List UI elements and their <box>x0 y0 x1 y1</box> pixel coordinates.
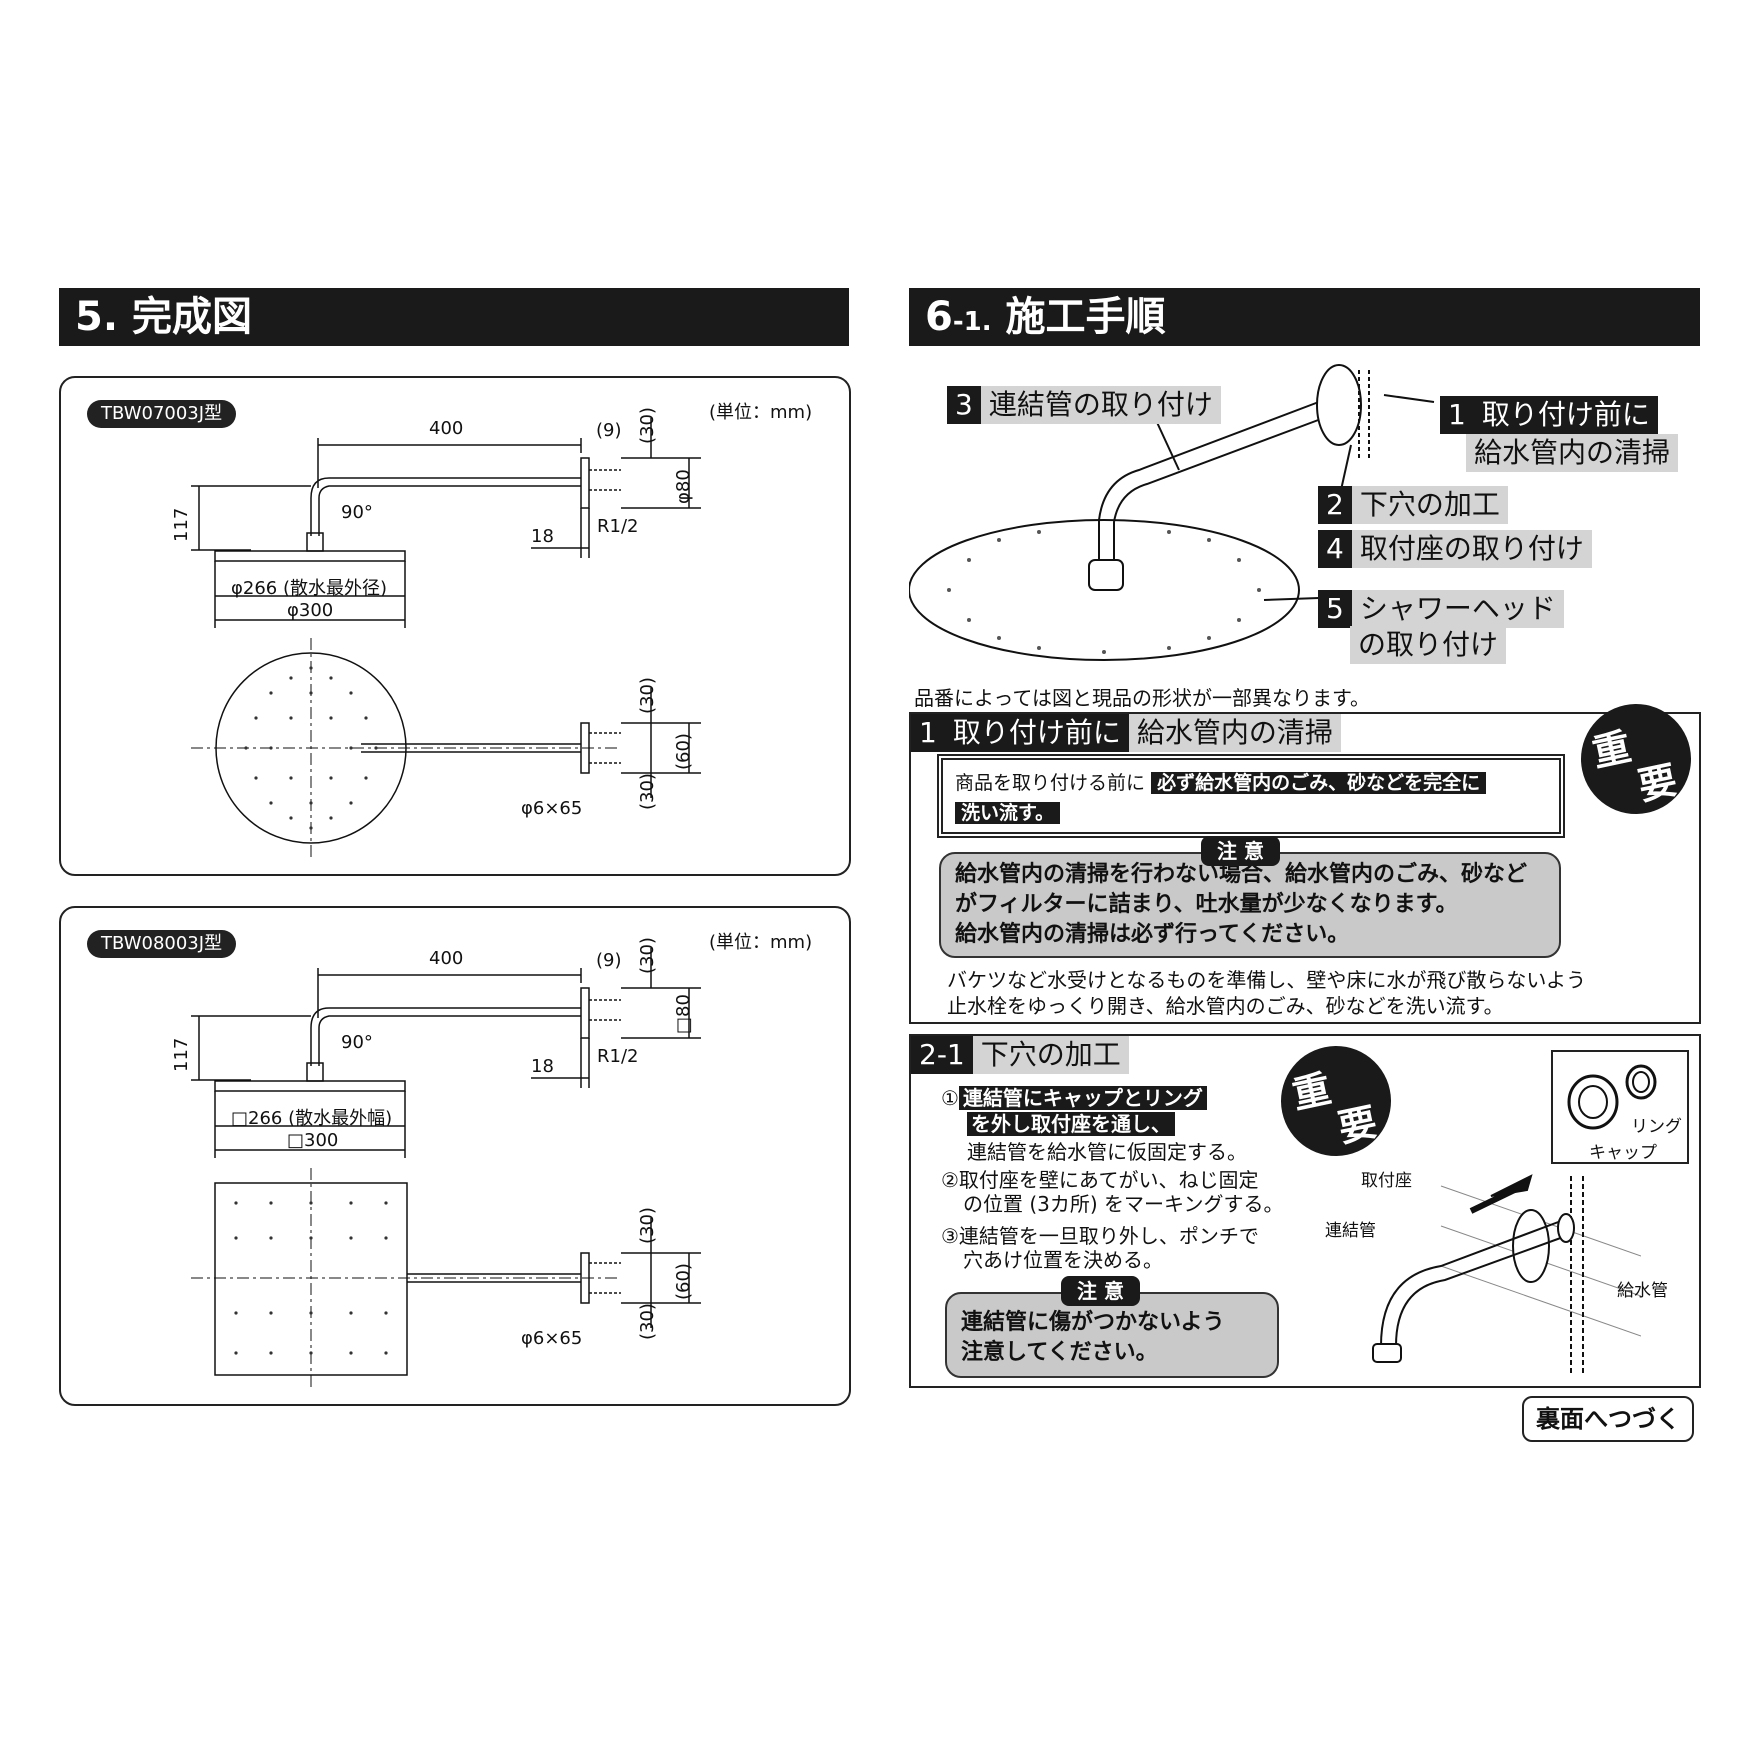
caution-box: 連結管に傷がつかないよう 注意してください。 <box>945 1292 1279 1378</box>
cap-label: キャップ <box>1589 1143 1657 1163</box>
dim-9: (9) <box>596 950 622 971</box>
section-5-header: 5. 完成図 <box>59 288 849 346</box>
step-label: 下穴の加工 <box>1351 486 1508 524</box>
caution-box: 給水管内の清掃を行わない場合、給水管内のごみ、砂など がフィルターに詰まり、吐水… <box>939 852 1561 958</box>
step-number: 5 <box>1318 590 1352 628</box>
requirement-bold-1: 必ず給水管内のごみ、砂などを完全に <box>1151 772 1487 794</box>
dim-spray-diameter: φ266 (散水最外径) <box>231 578 387 599</box>
dim-head-diameter: φ300 <box>287 600 334 621</box>
dim-30-bottom: (30) <box>637 773 658 810</box>
step-1-body-2: 止水栓をゆっくり開き、給水管内のごみ、砂などを洗い流す。 <box>947 994 1504 1018</box>
unit-label: (単位：mm) <box>709 402 813 423</box>
step-number: 2-1 <box>911 1036 973 1074</box>
section-subnumber: -1. <box>952 307 992 337</box>
section-number: 5. <box>75 294 119 340</box>
dim-angle: 90° <box>341 502 373 523</box>
dim-screw: φ6×65 <box>521 798 583 819</box>
caution-tag: 注 意 <box>1061 1276 1140 1306</box>
dim-angle: 90° <box>341 1032 373 1053</box>
dim-18: 18 <box>531 526 554 547</box>
dim-thread: R1/2 <box>597 1046 639 1067</box>
dim-flange-diameter: φ80 <box>673 469 694 504</box>
dim-spray-width: □266 (散水最外幅) <box>231 1108 393 1129</box>
ring-cap-inset: リング キャップ <box>1551 1050 1689 1164</box>
dim-30-top: (30) <box>637 407 658 444</box>
step-number: 4 <box>1318 530 1352 568</box>
dim-arm-length: 400 <box>429 948 464 969</box>
step-title-grey: 給水管内の清掃 <box>1128 714 1341 752</box>
ring-label: リング <box>1631 1117 1682 1137</box>
step-title: 下穴の加工 <box>972 1036 1129 1074</box>
continue-on-back: 裏面へつづく <box>1522 1396 1694 1442</box>
dim-117: 117 <box>171 507 192 542</box>
ring-cap-icon <box>1567 1064 1657 1130</box>
panel-square-model: TBW08003J型 (単位：mm) <box>59 906 851 1406</box>
seat-label: 取付座 <box>1361 1171 1412 1191</box>
caution-tag: 注 意 <box>1201 836 1280 866</box>
step-number: 2 <box>1318 486 1352 524</box>
step-number: 1 <box>911 714 945 752</box>
dim-30-top: (30) <box>637 937 658 974</box>
step-number: 3 <box>947 386 981 424</box>
requirement-prefix: 商品を取り付ける前に <box>955 772 1146 794</box>
important-badge: 重 要 <box>1570 693 1702 825</box>
step-number: 1 <box>1440 396 1474 434</box>
unit-label: (単位：mm) <box>709 932 813 953</box>
round-model-drawing <box>191 418 701 858</box>
dim-arm-length: 400 <box>429 418 464 439</box>
instruction-2: ②取付座を壁にあてがい、ねじ固定 <box>941 1168 1259 1192</box>
install-illustration <box>1372 1174 1641 1376</box>
dim-30-mid: (30) <box>637 1207 658 1244</box>
dim-flange-size: □80 <box>673 994 694 1034</box>
model-label: TBW07003J型 <box>87 400 237 428</box>
shape-note: 品番によっては図と現品の形状が一部異なります。 <box>914 686 1370 710</box>
supply-pipe-label: 給水管 <box>1617 1281 1668 1301</box>
step-label: シャワーヘッド <box>1351 590 1564 628</box>
step-label: 連結管の取り付け <box>980 386 1221 424</box>
dim-9: (9) <box>596 420 622 441</box>
step-label: 取り付け前に <box>1473 396 1658 434</box>
important-badge: 重 要 <box>1270 1035 1402 1167</box>
step-title-dark: 取り付け前に <box>944 714 1129 752</box>
overview-step-1-line2: 給水管内の清掃 <box>1466 434 1679 472</box>
instruction-3: ③連結管を一旦取り外し、ポンチで <box>941 1224 1259 1248</box>
dim-30-mid: (30) <box>637 677 658 714</box>
square-model-drawing <box>191 948 701 1388</box>
dim-screw: φ6×65 <box>521 1328 583 1349</box>
section-6-header: 6-1. 施工手順 <box>909 288 1700 346</box>
section-title: 完成図 <box>131 294 252 340</box>
step-1-body-1: バケツなど水受けとなるものを準備し、壁や床に水が飛び散らないよう <box>947 968 1586 992</box>
overview-illustration <box>909 364 1435 661</box>
dim-30-bottom: (30) <box>637 1303 658 1340</box>
dim-thread: R1/2 <box>597 516 639 537</box>
overview-step-5-line2: の取り付け <box>1350 626 1507 664</box>
dim-18: 18 <box>531 1056 554 1077</box>
step-label: の取り付け <box>1350 626 1507 664</box>
model-label: TBW08003J型 <box>87 930 237 958</box>
step-label: 取付座の取り付け <box>1351 530 1592 568</box>
dim-head-width: □300 <box>287 1130 339 1151</box>
section-number: 6 <box>925 294 953 340</box>
dim-60: (60) <box>673 733 694 770</box>
requirement-box: 商品を取り付ける前に 必ず給水管内のごみ、砂などを完全に 洗い流す。 <box>937 754 1565 838</box>
step-label: 給水管内の清掃 <box>1466 434 1679 472</box>
panel-round-model: TBW07003J型 (単位：mm) <box>59 376 851 876</box>
section-title: 施工手順 <box>1005 294 1166 340</box>
requirement-bold-2: 洗い流す。 <box>955 802 1061 824</box>
dim-60: (60) <box>673 1263 694 1300</box>
pipe-label: 連結管 <box>1325 1221 1376 1241</box>
dim-117: 117 <box>171 1037 192 1072</box>
